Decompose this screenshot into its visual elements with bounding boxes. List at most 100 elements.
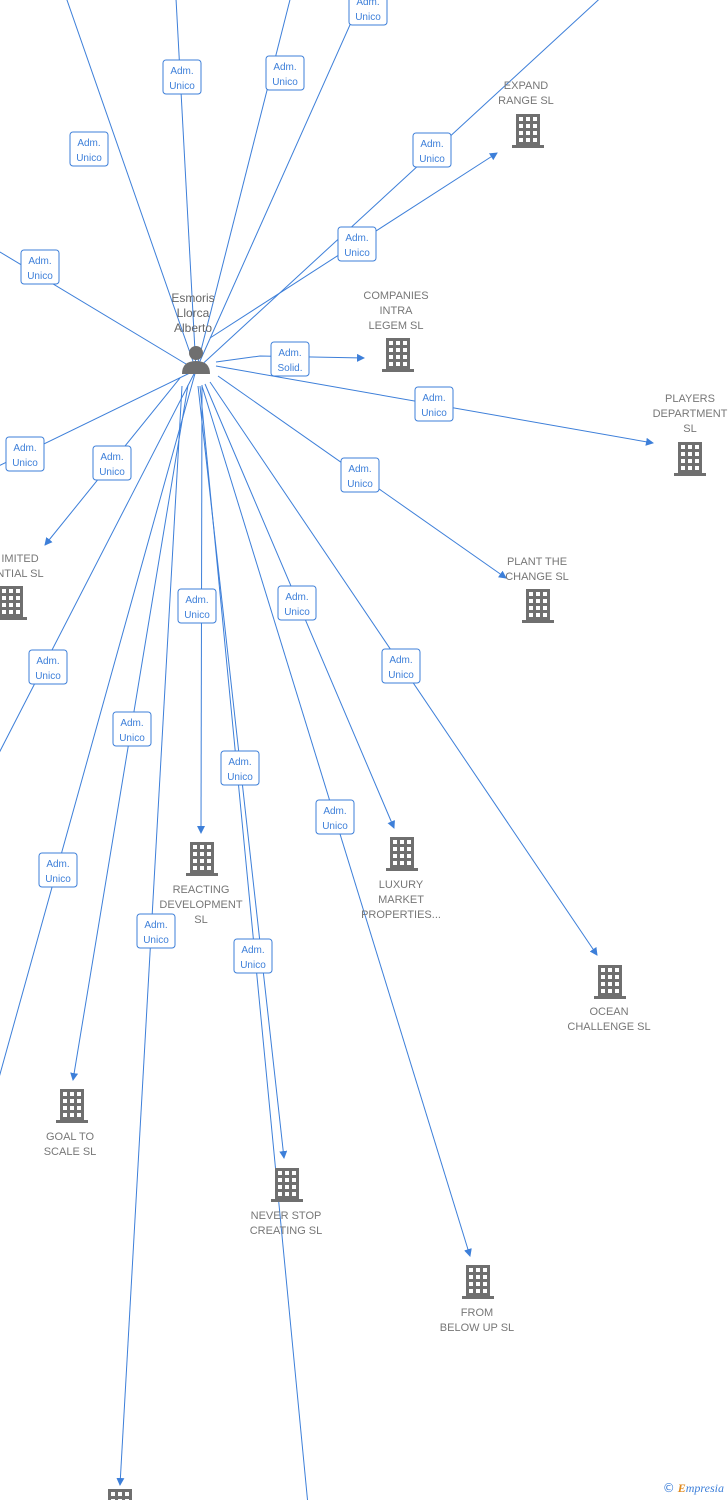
- relation-text: Unico: [12, 458, 38, 469]
- building-icon: [462, 1265, 494, 1299]
- building-icon: [0, 586, 27, 620]
- relation-text: Adm.: [185, 595, 208, 606]
- relation-text: Adm.: [422, 393, 445, 404]
- relation-label-top-d[interactable]: Adm.Unico: [348, 0, 388, 26]
- relation-box: [162, 59, 202, 95]
- relation-label-below[interactable]: Adm. Unico: [315, 799, 355, 835]
- company-label: FROM: [461, 1307, 493, 1319]
- building-icon: [512, 114, 544, 148]
- company-label: SL: [194, 914, 207, 926]
- company-label: CHALLENGE SL: [567, 1021, 650, 1033]
- person-label: Llorca: [177, 306, 210, 320]
- relation-label-plant[interactable]: Adm. Unico: [340, 457, 380, 493]
- relation-label-limited[interactable]: Adm.Unico: [92, 445, 132, 481]
- building-icon: [382, 338, 414, 372]
- relation-text: Unico: [421, 408, 447, 419]
- company-label: NTIAL SL: [0, 568, 44, 580]
- relation-text: Adm.: [278, 348, 301, 359]
- company-label: MARKET: [378, 894, 424, 906]
- relation-text: Adm.: [348, 464, 371, 475]
- relation-text: Adm.: [77, 138, 100, 149]
- relation-label-top-a[interactable]: Adm. Unico: [69, 131, 109, 167]
- building-icon: [271, 1168, 303, 1202]
- footer-brand[interactable]: © Empresia: [663, 1481, 724, 1496]
- edge-top-b: [175, 0, 197, 371]
- company-label: COMPANIES: [363, 290, 428, 302]
- relation-box: [136, 913, 176, 949]
- relation-text: Unico: [322, 821, 348, 832]
- relation-text: Adm.: [13, 443, 36, 454]
- relation-text: Unico: [169, 81, 195, 92]
- company-node-expand[interactable]: EXPAND RANGE SL: [498, 80, 554, 148]
- relation-label-left-b[interactable]: Adm. Unico: [5, 436, 45, 472]
- relation-text: Adm.: [144, 920, 167, 931]
- relation-box: [277, 585, 317, 621]
- relation-text: Unico: [355, 12, 381, 23]
- company-node-luxury[interactable]: LUXURYMARKETPROPERTIES...: [361, 837, 441, 921]
- relation-box: [28, 649, 68, 685]
- company-label: DEPARTMENT: [653, 408, 728, 420]
- company-label: IMITED: [1, 553, 38, 565]
- relation-label-reacting[interactable]: Adm.Unico: [177, 588, 217, 624]
- company-label: GOAL TO: [46, 1131, 95, 1143]
- copyright-symbol: ©: [662, 1481, 675, 1495]
- edge-left-c: [0, 369, 197, 753]
- relation-text: Unico: [76, 153, 102, 164]
- relation-label-top-c[interactable]: Adm.Unico: [265, 55, 305, 91]
- building-icon: [56, 1089, 88, 1123]
- relation-box: [315, 799, 355, 835]
- relation-text: Adm.: [285, 592, 308, 603]
- relation-box: [177, 588, 217, 624]
- relation-label-bottom-b[interactable]: Adm.Unico: [233, 938, 273, 974]
- relation-text: Adm.: [323, 806, 346, 817]
- relation-label-left-c[interactable]: Adm.Unico: [28, 649, 68, 685]
- relation-label-left-a[interactable]: Adm.Unico: [20, 249, 60, 285]
- building-icon: [522, 589, 554, 623]
- person-icon: [182, 346, 210, 374]
- company-label: NEVER STOP: [251, 1210, 322, 1222]
- relation-text: Adm.: [36, 656, 59, 667]
- relation-label-never[interactable]: Adm.Unico: [220, 750, 260, 786]
- relation-box: [414, 386, 454, 422]
- company-label: EXPAND: [504, 80, 548, 92]
- relation-label-ocean[interactable]: Adm.Unico: [381, 648, 421, 684]
- relation-label-companies[interactable]: Adm.Solid.: [270, 341, 310, 377]
- relation-label-goal[interactable]: Adm.Unico: [112, 711, 152, 747]
- relation-label-luxury[interactable]: Adm.Unico: [277, 585, 317, 621]
- relation-label-players[interactable]: Adm. Unico: [414, 386, 454, 422]
- relation-box: [112, 711, 152, 747]
- relation-text: Unico: [419, 154, 445, 165]
- relation-text: Unico: [347, 479, 373, 490]
- relation-box: [5, 436, 45, 472]
- relation-text: Unico: [344, 248, 370, 259]
- relation-label-top-b[interactable]: Adm.Unico: [162, 59, 202, 95]
- relation-text: Adm.: [345, 233, 368, 244]
- building-icon: [108, 1489, 132, 1500]
- company-label: LUXURY: [379, 879, 424, 891]
- relation-text: Unico: [119, 733, 145, 744]
- company-label: RANGE SL: [498, 95, 554, 107]
- relation-label-expand[interactable]: Adm. Unico: [337, 226, 377, 262]
- relation-text: Adm.: [28, 256, 51, 267]
- company-label: LEGEM SL: [368, 320, 423, 332]
- relation-label-left-d[interactable]: Adm.Unico: [38, 852, 78, 888]
- company-label: CHANGE SL: [505, 571, 569, 583]
- relation-text: Unico: [240, 960, 266, 971]
- relation-box: [233, 938, 273, 974]
- company-label: SL: [683, 423, 696, 435]
- relation-label-bottom[interactable]: Adm.Unico: [136, 913, 176, 949]
- company-node-limited[interactable]: IMITED NTIAL SL: [0, 553, 44, 620]
- edge-top-d: [195, 0, 362, 371]
- building-icon: [594, 965, 626, 999]
- relation-label-expand-top[interactable]: Adm.Unico: [412, 132, 452, 168]
- company-node-bottom[interactable]: [104, 1489, 136, 1500]
